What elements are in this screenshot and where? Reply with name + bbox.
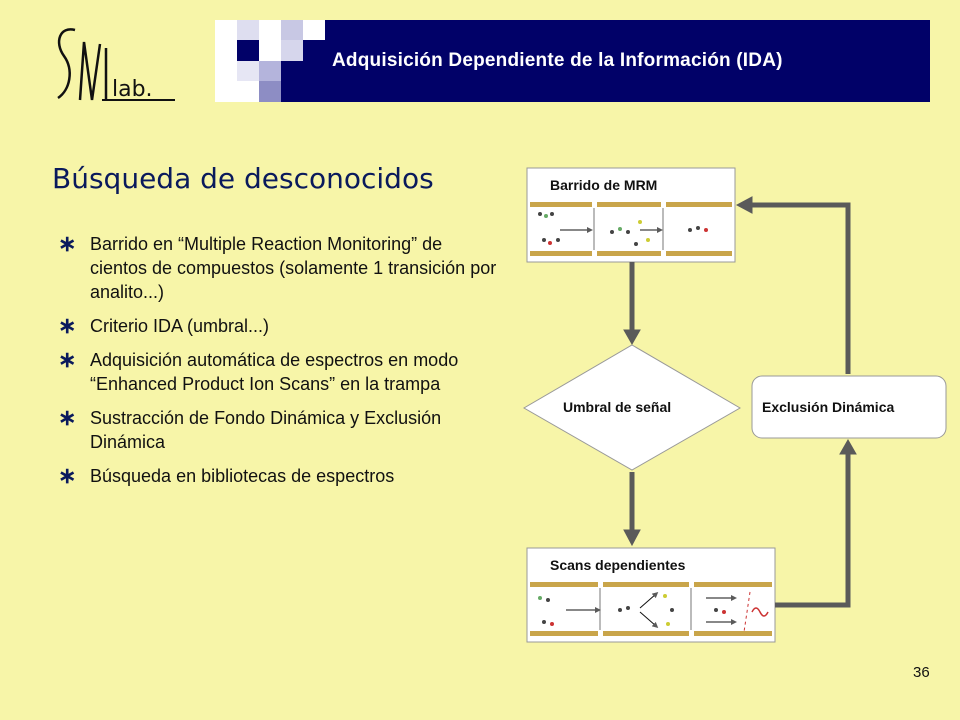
page-number: 36	[913, 664, 930, 681]
ida-workflow-diagram: Barrido de MRM Umbral de señal Scans dep…	[523, 167, 947, 643]
mrm-scan-box	[526, 167, 736, 263]
asterisk-bullet-icon: ∗	[58, 405, 77, 430]
bullet-item: ∗ Sustracción de Fondo Dinámica y Exclus…	[58, 406, 498, 454]
bullet-item: ∗ Barrido en “Multiple Reaction Monitori…	[58, 232, 498, 304]
arrow-exclusion-to-mrm-head	[735, 196, 753, 214]
dependent-label: Scans dependientes	[550, 557, 686, 573]
asterisk-bullet-icon: ∗	[58, 313, 77, 338]
header-title: Adquisición Dependiente de la Informació…	[332, 50, 783, 71]
mrm-label: Barrido de MRM	[550, 177, 657, 193]
threshold-diamond	[523, 344, 741, 471]
bullet-text: Sustracción de Fondo Dinámica y Exclusió…	[90, 408, 442, 452]
threshold-label: Umbral de señal	[563, 399, 671, 415]
arrow-scans-to-exclusion-head	[839, 438, 857, 455]
exclusion-box	[751, 375, 947, 439]
dependent-scans-box	[526, 547, 776, 643]
exclusion-label: Exclusión Dinámica	[762, 399, 894, 415]
bullet-list: ∗ Barrido en “Multiple Reaction Monitori…	[58, 232, 498, 498]
sal-lab-logo: lab.	[57, 28, 175, 102]
arrow-threshold-to-scans-head	[623, 529, 641, 547]
arrow-exclusion-to-mrm	[752, 202, 851, 374]
section-title: Búsqueda de desconocidos	[52, 162, 434, 195]
arrow-mrm-to-threshold-head	[623, 329, 641, 346]
asterisk-bullet-icon: ∗	[58, 231, 77, 256]
svg-text:lab.: lab.	[112, 77, 153, 102]
asterisk-bullet-icon: ∗	[58, 347, 77, 372]
arrow-scans-to-exclusion	[775, 454, 851, 608]
asterisk-bullet-icon: ∗	[58, 463, 77, 488]
header-band	[215, 20, 930, 102]
bullet-item: ∗ Adquisición automática de espectros en…	[58, 348, 498, 396]
bullet-item: ∗ Criterio IDA (umbral...)	[58, 314, 498, 338]
header-decoration	[215, 20, 325, 102]
bullet-text: Búsqueda en bibliotecas de espectros	[90, 466, 395, 486]
bullet-text: Adquisición automática de espectros en m…	[90, 350, 459, 394]
bullet-item: ∗ Búsqueda en bibliotecas de espectros	[58, 464, 498, 488]
bullet-text: Criterio IDA (umbral...)	[90, 316, 270, 336]
bullet-text: Barrido en “Multiple Reaction Monitoring…	[90, 234, 497, 302]
